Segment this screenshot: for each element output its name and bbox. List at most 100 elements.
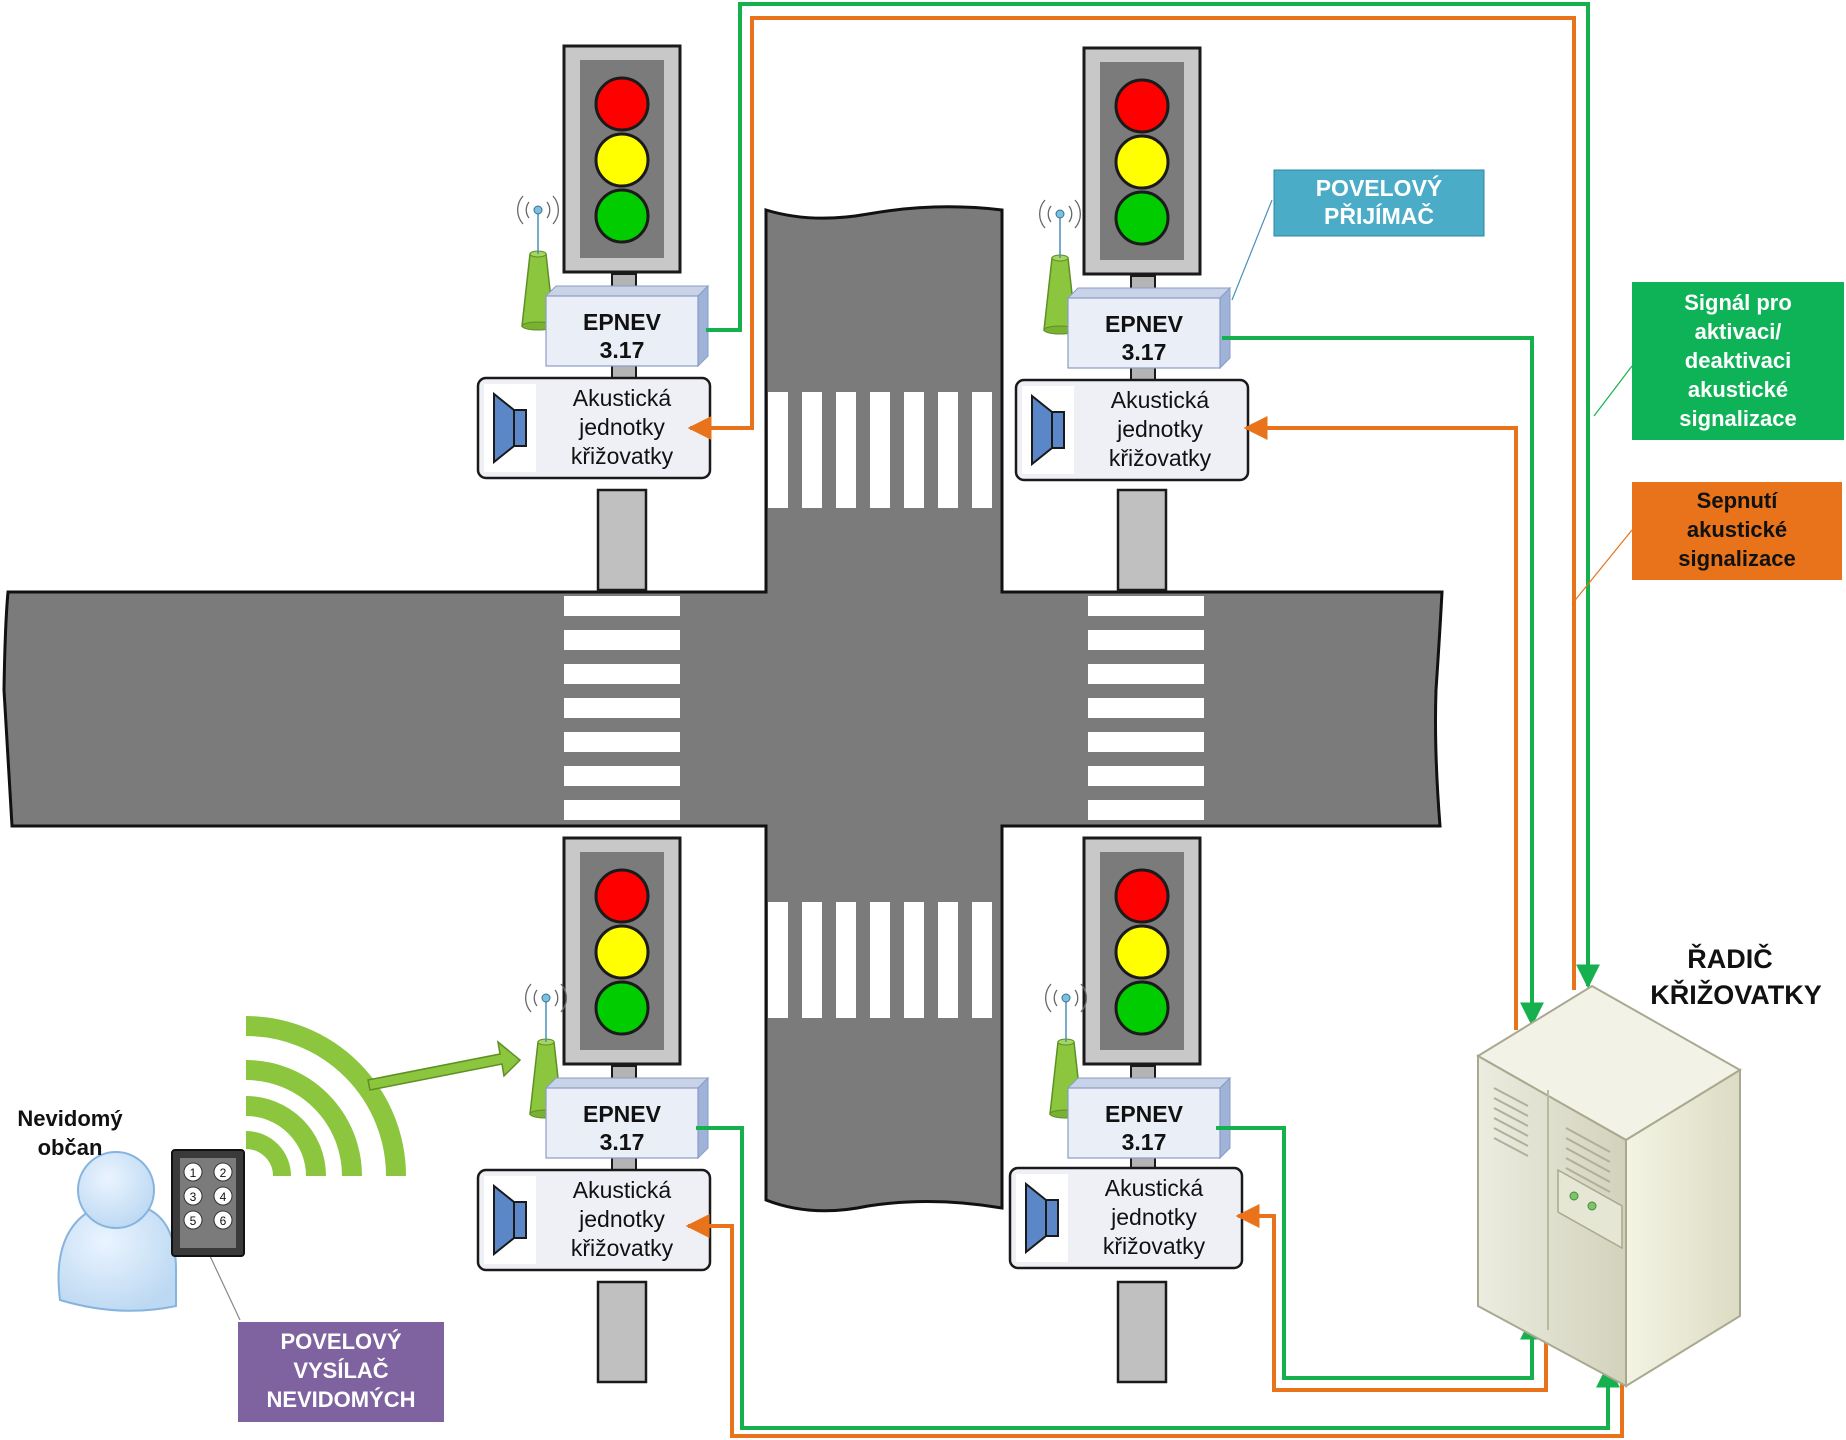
receiver-line1: POVELOVÝ <box>1316 174 1443 201</box>
crosswalk-stripe <box>1088 800 1204 820</box>
acoustic-line3: křižovatky <box>571 1235 674 1261</box>
switch-signal-lines <box>685 16 1624 1438</box>
transmitter-label: POVELOVÝ VYSÍLAČ NEVIDOMÝCH <box>238 1322 444 1422</box>
epnev-unit-bottom-left: EPNEV 3.17 <box>545 1077 709 1159</box>
keypad-key: 5 <box>183 1210 203 1230</box>
acoustic-line1: Akustická <box>1105 1175 1204 1201</box>
traffic-light-bottom-left <box>562 836 682 1066</box>
transmitter-line3: NEVIDOMÝCH <box>266 1387 415 1412</box>
crosswalk-stripe <box>564 732 680 752</box>
signal-line3: deaktivaci <box>1685 348 1791 373</box>
road-network <box>2 205 1444 1213</box>
crosswalk-stripe <box>564 664 680 684</box>
crosswalks <box>564 392 1204 1018</box>
crosswalk-stripe <box>1088 766 1204 786</box>
keypad-key: 2 <box>213 1162 233 1182</box>
acoustic-line1: Akustická <box>573 1177 672 1203</box>
keypad-key-label: 3 <box>190 1190 197 1204</box>
transmit-arrow-icon <box>367 1040 522 1091</box>
crosswalk-stripe <box>802 902 822 1018</box>
crosswalk-stripe <box>1088 698 1204 718</box>
signal-leader <box>1593 365 1633 417</box>
epnev-line2: 3.17 <box>1122 1129 1167 1155</box>
crosswalk-stripe <box>802 392 822 508</box>
crosswalk-stripe <box>836 902 856 1018</box>
transmitter-line1: POVELOVÝ <box>280 1329 401 1354</box>
epnev-unit-bottom-right: EPNEV 3.17 <box>1067 1077 1231 1159</box>
epnev-unit-top-left: EPNEV 3.17 <box>545 285 709 367</box>
epnev-line1: EPNEV <box>583 309 662 335</box>
signal-line5: signalizace <box>1679 406 1796 431</box>
signal-line1: Signál pro <box>1684 290 1792 315</box>
activation-signal-lines <box>696 2 1620 1430</box>
crosswalk-stripe <box>564 698 680 718</box>
blind-person-icon <box>57 1151 177 1312</box>
epnev-line1: EPNEV <box>583 1101 662 1127</box>
switch-label: Sepnutí akustické signalizace <box>1632 482 1842 580</box>
crosswalk-stripe <box>870 392 890 508</box>
keypad-key: 1 <box>183 1162 203 1182</box>
acoustic-unit-bottom-left: Akustická jednotky křižovatky <box>476 1168 712 1272</box>
keypad-key-label: 4 <box>220 1190 227 1204</box>
keypad-transmitter: 1 2 3 4 5 6 <box>171 1149 245 1257</box>
acoustic-line1: Akustická <box>1111 387 1210 413</box>
traffic-light-bottom-right <box>1082 836 1202 1066</box>
acoustic-line2: jednotky <box>1110 1204 1197 1230</box>
epnev-line1: EPNEV <box>1105 1101 1184 1127</box>
acoustic-line3: křižovatky <box>571 443 674 469</box>
crosswalk-stripe <box>564 596 680 616</box>
epnev-line2: 3.17 <box>1122 339 1167 365</box>
epnev-unit-top-right: EPNEV 3.17 <box>1067 287 1231 369</box>
keypad-key: 6 <box>213 1210 233 1230</box>
crosswalk-stripe <box>564 800 680 820</box>
crosswalk-stripe <box>564 630 680 650</box>
acoustic-unit-bottom-right: Akustická jednotky křižovatky <box>1008 1166 1244 1270</box>
transmitter-leader <box>209 1255 241 1321</box>
wireless-signal-icon <box>245 1016 406 1177</box>
crosswalk-stripe <box>1088 732 1204 752</box>
traffic-light-top-left <box>562 44 682 274</box>
receiver-line2: PŘIJÍMAČ <box>1324 202 1434 229</box>
epnev-line2: 3.17 <box>600 337 645 363</box>
keypad-key: 4 <box>213 1186 233 1206</box>
epnev-line2: 3.17 <box>600 1129 645 1155</box>
switch-line1: Sepnutí <box>1697 488 1779 513</box>
crosswalk-stripe <box>836 392 856 508</box>
crosswalk-stripe <box>1088 596 1204 616</box>
callout-leaders <box>1231 199 1273 301</box>
switch-line2: akustické <box>1687 517 1787 542</box>
crosswalk-stripe <box>972 902 992 1018</box>
crosswalk-stripe <box>1088 630 1204 650</box>
keypad-key-label: 6 <box>220 1214 227 1228</box>
crosswalk-stripe <box>870 902 890 1018</box>
crosswalk-stripe <box>768 392 788 508</box>
crosswalk-stripe <box>768 902 788 1018</box>
person-label-line1: Nevidomý <box>17 1106 123 1131</box>
signal-line2: aktivaci/ <box>1695 319 1782 344</box>
crosswalk-stripe <box>904 392 924 508</box>
keypad-key-label: 5 <box>190 1214 197 1228</box>
switch-line3: signalizace <box>1678 546 1795 571</box>
crosswalk-stripe <box>564 766 680 786</box>
crosswalk-stripe <box>972 392 992 508</box>
acoustic-unit-top-left: Akustická jednotky křižovatky <box>476 376 712 480</box>
controller-label-line1: ŘADIČ <box>1687 943 1773 974</box>
keypad-key: 3 <box>183 1186 203 1206</box>
crosswalk-stripe <box>938 392 958 508</box>
controller-label-line2: KŘIŽOVATKY <box>1650 979 1822 1010</box>
road <box>2 205 1444 1213</box>
traffic-light-top-right <box>1082 46 1202 276</box>
acoustic-line3: křižovatky <box>1109 445 1212 471</box>
epnev-line1: EPNEV <box>1105 311 1184 337</box>
acoustic-line2: jednotky <box>578 1206 665 1232</box>
acoustic-unit-top-right: Akustická jednotky křižovatky <box>1014 378 1250 482</box>
person-label-line2: občan <box>38 1135 103 1160</box>
switch-leader <box>1571 529 1633 605</box>
transmitter-line2: VYSÍLAČ <box>293 1358 388 1383</box>
keypad-key-label: 2 <box>220 1166 227 1180</box>
receiver-label: POVELOVÝ PŘIJÍMAČ <box>1273 169 1485 237</box>
controller-cabinet-icon <box>1476 984 1742 1388</box>
crosswalk-stripe <box>1088 664 1204 684</box>
signal-label: Signál pro aktivaci/ deaktivaci akustick… <box>1632 282 1844 440</box>
